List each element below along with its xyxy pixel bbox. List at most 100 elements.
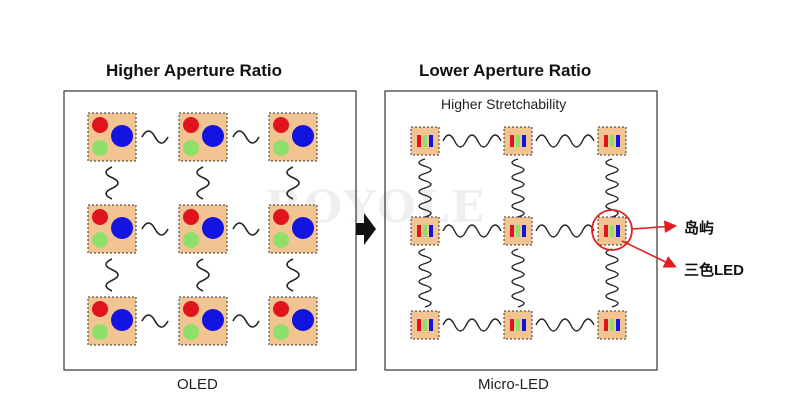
red-led bbox=[417, 135, 421, 147]
micro-led-island bbox=[503, 126, 533, 156]
green-subpixel bbox=[183, 324, 199, 340]
green-led bbox=[610, 319, 614, 331]
serpentine-interconnect bbox=[535, 318, 595, 332]
green-subpixel bbox=[273, 232, 289, 248]
serpentine-interconnect bbox=[196, 258, 210, 292]
serpentine-interconnect bbox=[442, 134, 502, 148]
oled-pixel bbox=[87, 204, 137, 254]
left-panel-caption: OLED bbox=[177, 376, 218, 393]
green-subpixel bbox=[183, 232, 199, 248]
transition-arrow-icon bbox=[356, 213, 376, 245]
red-led bbox=[604, 225, 608, 237]
island-pad bbox=[410, 216, 440, 246]
right-panel-frame bbox=[384, 90, 658, 371]
green-led bbox=[516, 319, 520, 331]
green-subpixel bbox=[273, 140, 289, 156]
serpentine-interconnect bbox=[105, 258, 119, 292]
island-callout-label: 岛屿 bbox=[684, 220, 715, 237]
red-subpixel bbox=[92, 301, 108, 317]
blue-subpixel bbox=[292, 309, 314, 331]
green-subpixel bbox=[273, 324, 289, 340]
red-led bbox=[510, 135, 514, 147]
blue-led bbox=[616, 135, 620, 147]
blue-subpixel bbox=[202, 309, 224, 331]
green-led bbox=[423, 319, 427, 331]
micro-led-island bbox=[597, 310, 627, 340]
blue-subpixel bbox=[292, 217, 314, 239]
blue-subpixel bbox=[111, 125, 133, 147]
right-panel-title: Lower Aperture Ratio bbox=[419, 61, 592, 80]
oled-pixel bbox=[178, 204, 228, 254]
oled-pixel bbox=[178, 112, 228, 162]
serpentine-interconnect bbox=[511, 158, 525, 218]
blue-subpixel bbox=[202, 125, 224, 147]
right-panel-subtitle: Higher Stretchability bbox=[441, 96, 567, 112]
serpentine-interconnect bbox=[141, 130, 169, 144]
highlight-circle bbox=[591, 209, 633, 251]
serpentine-interconnect bbox=[232, 314, 260, 328]
blue-led bbox=[429, 319, 433, 331]
serpentine-interconnect bbox=[141, 314, 169, 328]
micro-led-island bbox=[410, 310, 440, 340]
serpentine-interconnect bbox=[511, 248, 525, 308]
red-led bbox=[510, 225, 514, 237]
blue-subpixel bbox=[292, 125, 314, 147]
green-subpixel bbox=[92, 232, 108, 248]
serpentine-interconnect bbox=[286, 166, 300, 200]
red-subpixel bbox=[183, 117, 199, 133]
green-led bbox=[516, 135, 520, 147]
serpentine-interconnect bbox=[105, 166, 119, 200]
serpentine-interconnect bbox=[535, 134, 595, 148]
micro-led-island bbox=[503, 310, 533, 340]
oled-pixel bbox=[268, 204, 318, 254]
blue-led bbox=[522, 319, 526, 331]
green-subpixel bbox=[183, 140, 199, 156]
blue-led bbox=[616, 319, 620, 331]
red-subpixel bbox=[183, 209, 199, 225]
oled-pixel bbox=[87, 296, 137, 346]
serpentine-interconnect bbox=[442, 318, 502, 332]
serpentine-interconnect bbox=[286, 258, 300, 292]
red-subpixel bbox=[92, 117, 108, 133]
rgb-led-callout-label: 三色LED bbox=[684, 262, 745, 279]
left-panel-title: Higher Aperture Ratio bbox=[106, 61, 283, 80]
blue-led bbox=[429, 225, 433, 237]
green-subpixel bbox=[92, 140, 108, 156]
oled-pixel bbox=[178, 296, 228, 346]
red-subpixel bbox=[273, 209, 289, 225]
green-led bbox=[610, 225, 614, 237]
green-led bbox=[423, 135, 427, 147]
blue-led bbox=[522, 135, 526, 147]
serpentine-interconnect bbox=[232, 222, 260, 236]
blue-led bbox=[522, 225, 526, 237]
serpentine-interconnect bbox=[442, 224, 502, 238]
red-led bbox=[417, 319, 421, 331]
green-led bbox=[516, 225, 520, 237]
serpentine-interconnect bbox=[418, 248, 432, 308]
micro-led-island bbox=[597, 126, 627, 156]
blue-led bbox=[429, 135, 433, 147]
serpentine-interconnect bbox=[196, 166, 210, 200]
serpentine-interconnect bbox=[605, 248, 619, 308]
red-subpixel bbox=[273, 301, 289, 317]
oled-pixel bbox=[268, 296, 318, 346]
micro-led-island bbox=[410, 126, 440, 156]
micro-led-island bbox=[503, 216, 533, 246]
oled-pixel bbox=[268, 112, 318, 162]
red-led bbox=[417, 225, 421, 237]
blue-subpixel bbox=[111, 309, 133, 331]
red-led bbox=[604, 319, 608, 331]
serpentine-interconnect bbox=[418, 158, 432, 218]
blue-led bbox=[616, 225, 620, 237]
red-subpixel bbox=[273, 117, 289, 133]
red-subpixel bbox=[92, 209, 108, 225]
red-subpixel bbox=[183, 301, 199, 317]
oled-pixel-array bbox=[87, 112, 318, 346]
serpentine-interconnect bbox=[535, 224, 595, 238]
micro-led-island bbox=[597, 216, 627, 246]
blue-subpixel bbox=[111, 217, 133, 239]
green-led bbox=[610, 135, 614, 147]
rgb-led-callout-arrow bbox=[621, 240, 677, 268]
micro-led-pixel-array bbox=[410, 126, 627, 340]
